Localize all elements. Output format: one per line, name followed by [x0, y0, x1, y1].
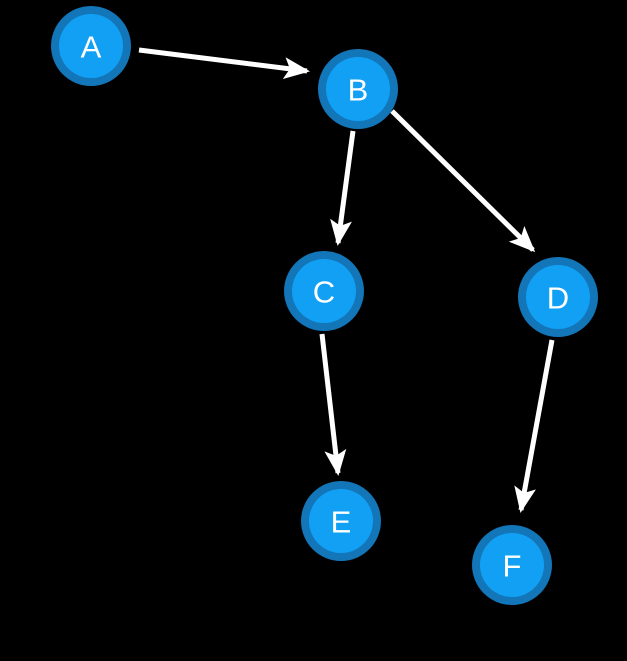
node-label-e: E	[331, 505, 352, 540]
edges-layer	[138, 47, 555, 513]
node-label-c: C	[313, 275, 335, 310]
graph-edge-d-f[interactable]	[514, 339, 555, 513]
graph-node-b[interactable]: B	[318, 49, 398, 129]
node-label-a: A	[81, 30, 102, 65]
graph-edge-b-d[interactable]	[390, 109, 536, 253]
node-fill-d	[526, 265, 590, 329]
graph-edge-b-c[interactable]	[330, 130, 356, 246]
graph-node-d[interactable]: D	[518, 257, 598, 337]
graph-node-a[interactable]: A	[51, 6, 131, 86]
graph-node-e[interactable]: E	[301, 481, 381, 561]
node-label-f: F	[503, 549, 522, 584]
nodes-layer: A B C D E F	[51, 6, 598, 605]
node-fill-c	[292, 259, 356, 323]
node-fill-f	[480, 533, 544, 597]
graph-edge-c-e[interactable]	[319, 333, 347, 476]
node-fill-a	[59, 14, 123, 78]
node-label-d: D	[547, 281, 569, 316]
graph-node-f[interactable]: F	[472, 525, 552, 605]
node-label-b: B	[348, 73, 369, 108]
graph-node-c[interactable]: C	[284, 251, 364, 331]
node-fill-b	[326, 57, 390, 121]
graph-edge-a-b[interactable]	[138, 47, 310, 80]
node-fill-e	[309, 489, 373, 553]
